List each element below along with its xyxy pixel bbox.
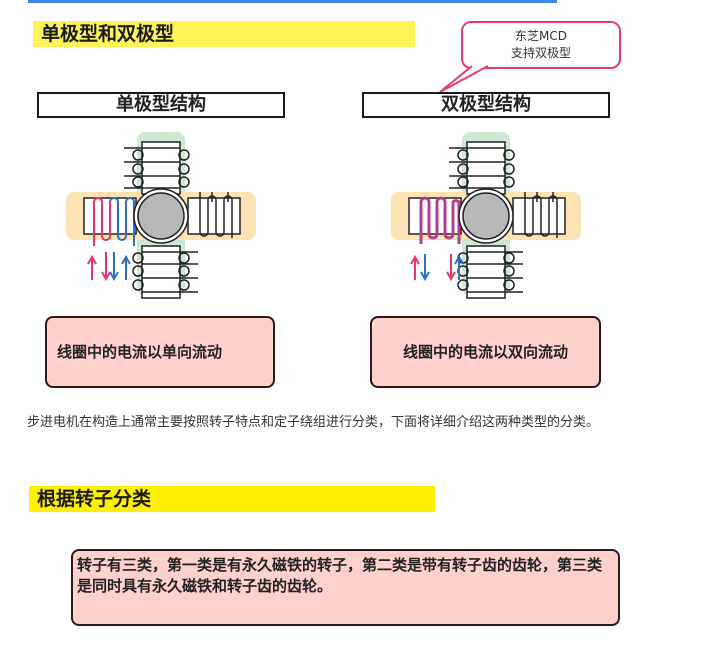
body-paragraph: 步进电机在构造上通常主要按照转子特点和定子绕组进行分类，下面将详细介绍这两种类型… xyxy=(27,415,600,430)
callout-line1: 东芝MCD xyxy=(515,29,567,43)
unipolar-caption-box: 线圈中的电流以单向流动 xyxy=(45,316,275,388)
bipolar-motor-diagram xyxy=(391,132,581,299)
bipolar-structure-title: 双极型结构 xyxy=(362,92,610,118)
section-heading-unipolar-bipolar: 单极型和双极型 xyxy=(33,21,415,47)
callout-line2: 支持双极型 xyxy=(510,46,571,60)
bipolar-caption-box: 线圈中的电流以双向流动 xyxy=(370,316,601,388)
unipolar-motor-diagram xyxy=(66,132,256,299)
callout-toshiba-mcd: 东芝MCD 支持双极型 xyxy=(461,21,621,69)
callout-tail xyxy=(439,65,489,93)
top-accent-bar xyxy=(28,0,557,3)
unipolar-structure-title: 单极型结构 xyxy=(37,92,285,118)
section-heading-rotor-classification: 根据转子分类 xyxy=(29,486,435,512)
rotor-types-box: 转子有三类，第一类是有永久磁铁的转子，第二类是带有转子齿的齿轮，第三类是同时具有… xyxy=(71,549,620,626)
